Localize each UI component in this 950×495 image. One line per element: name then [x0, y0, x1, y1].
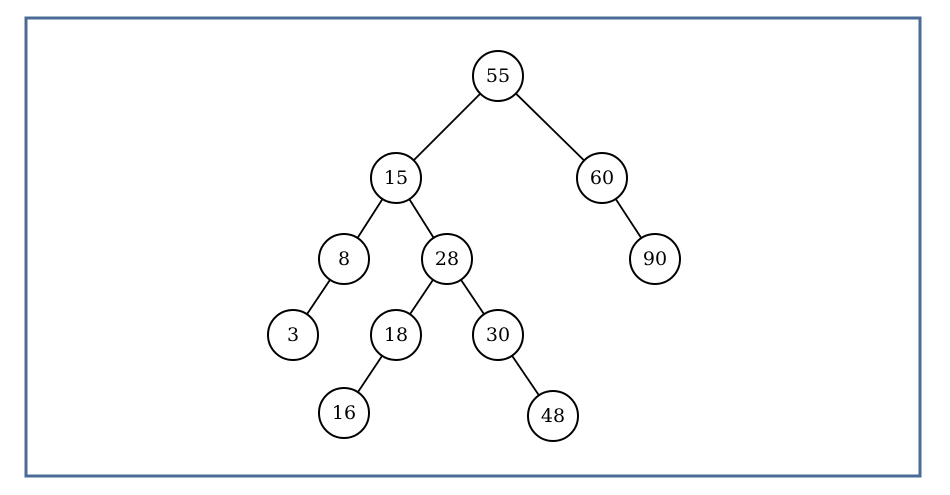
diagram-frame — [24, 16, 922, 478]
node-circle — [576, 152, 628, 204]
node-circle — [267, 309, 319, 361]
tree-node-55: 55 — [472, 50, 524, 102]
node-circle — [629, 233, 681, 285]
node-circle — [472, 50, 524, 102]
tree-node-60: 60 — [576, 152, 628, 204]
node-label: 55 — [486, 65, 510, 87]
tree-node-18: 18 — [370, 309, 422, 361]
tree-node-15: 15 — [370, 152, 422, 204]
tree-node-8: 8 — [318, 233, 370, 285]
node-circle — [527, 390, 579, 442]
node-label: 28 — [435, 248, 459, 270]
node-label: 3 — [287, 324, 299, 346]
node-circle — [318, 387, 370, 439]
tree-node-90: 90 — [629, 233, 681, 285]
node-circle — [421, 233, 473, 285]
node-label: 18 — [384, 324, 408, 346]
node-label: 30 — [486, 324, 510, 346]
node-circle — [370, 152, 422, 204]
tree-nodes: 55 15 60 8 28 90 3 18 30 16 48 — [267, 50, 681, 442]
tree-node-48: 48 — [527, 390, 579, 442]
tree-node-16: 16 — [318, 387, 370, 439]
tree-node-3: 3 — [267, 309, 319, 361]
node-circle — [318, 233, 370, 285]
node-label: 90 — [643, 248, 667, 270]
node-label: 16 — [332, 402, 356, 424]
node-label: 15 — [384, 167, 408, 189]
node-label: 60 — [590, 167, 614, 189]
tree-node-30: 30 — [472, 309, 524, 361]
tree-node-28: 28 — [421, 233, 473, 285]
node-circle — [370, 309, 422, 361]
node-circle — [472, 309, 524, 361]
node-label: 48 — [541, 405, 565, 427]
node-label: 8 — [338, 248, 350, 270]
